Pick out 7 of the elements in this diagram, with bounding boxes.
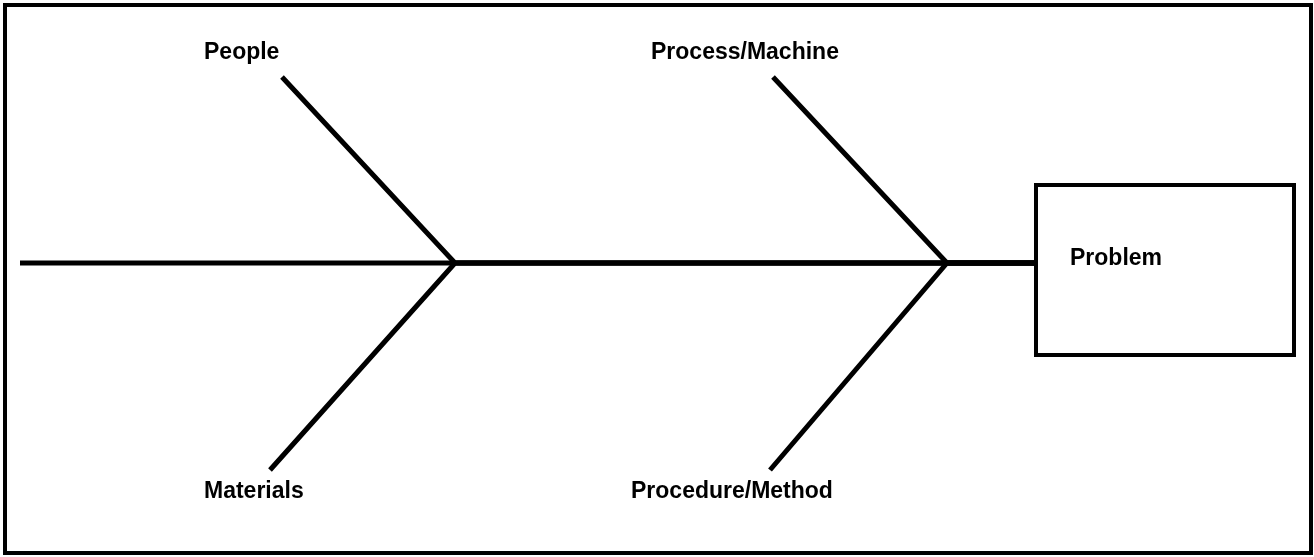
box-label: Problem [1070, 244, 1163, 271]
bone-line [768, 260, 1034, 472]
category-label: People [204, 38, 280, 65]
category-label: Materials [204, 477, 304, 504]
problem-box [1034, 183, 1296, 357]
category-label: Procedure/Method [631, 477, 833, 504]
category-label: Process/Machine [651, 38, 839, 65]
